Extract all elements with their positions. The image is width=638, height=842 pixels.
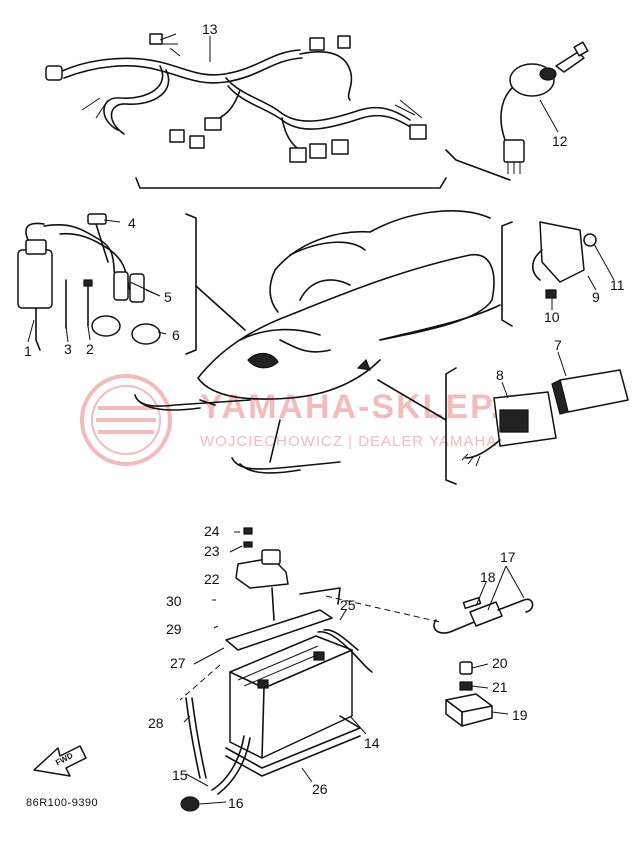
callout-labels: 1 2 3 4 5 6 7 8 9 10 11 12 13 14 15 16 1…	[24, 21, 625, 811]
callout-30: 30	[166, 593, 182, 609]
watermark-title: YAMAHA-SKLEP.PL	[200, 388, 549, 426]
callout-4: 4	[128, 215, 136, 231]
callout-8: 8	[496, 367, 504, 383]
callout-13: 13	[202, 21, 218, 37]
callout-15: 15	[172, 767, 188, 783]
callout-19: 19	[512, 707, 528, 723]
callout-28: 28	[148, 715, 164, 731]
callout-23: 23	[204, 543, 220, 559]
ignition-coil	[17, 222, 53, 351]
callout-25: 25	[340, 597, 356, 613]
callout-7: 7	[554, 337, 562, 353]
callout-24: 24	[204, 523, 220, 539]
voltage-regulator	[531, 221, 597, 299]
rectifier-unit	[461, 391, 557, 467]
fwd-arrow-icon: FWD	[33, 745, 87, 777]
callout-10: 10	[544, 309, 560, 325]
callout-17: 17	[500, 549, 516, 565]
callout-1: 1	[24, 343, 32, 359]
callout-6: 6	[172, 327, 180, 343]
callout-21: 21	[492, 679, 508, 695]
callout-18: 18	[480, 569, 496, 585]
callout-5: 5	[164, 289, 172, 305]
watermark-logo	[80, 374, 172, 466]
watermark: YAMAHA-SKLEP.PL WOJCIECHOWICZ | DEALER Y…	[80, 374, 549, 466]
fuse-holder	[433, 596, 534, 634]
wire-harness	[45, 33, 427, 163]
callout-29: 29	[166, 621, 182, 637]
callout-22: 22	[204, 571, 220, 587]
callout-9: 9	[592, 289, 600, 305]
callout-20: 20	[492, 655, 508, 671]
battery-assembly	[179, 527, 441, 812]
plug-caps	[91, 315, 161, 345]
callout-3: 3	[64, 341, 72, 357]
callout-12: 12	[552, 133, 568, 149]
callout-2: 2	[86, 341, 94, 357]
watermark-subtitle: WOJCIECHOWICZ | DEALER YAMAHA	[200, 433, 497, 450]
callout-16: 16	[228, 795, 244, 811]
callout-11: 11	[610, 277, 625, 293]
starter-relay	[445, 661, 493, 727]
snowmobile-body	[134, 210, 501, 474]
callout-26: 26	[312, 781, 328, 797]
leader-lines	[27, 36, 615, 805]
callout-27: 27	[170, 655, 186, 671]
callout-14: 14	[364, 735, 380, 751]
part-code: 86R100-9390	[26, 797, 98, 809]
main-switch	[500, 41, 589, 174]
spark-plug-leads	[43, 213, 145, 303]
cdi-unit	[551, 369, 629, 415]
